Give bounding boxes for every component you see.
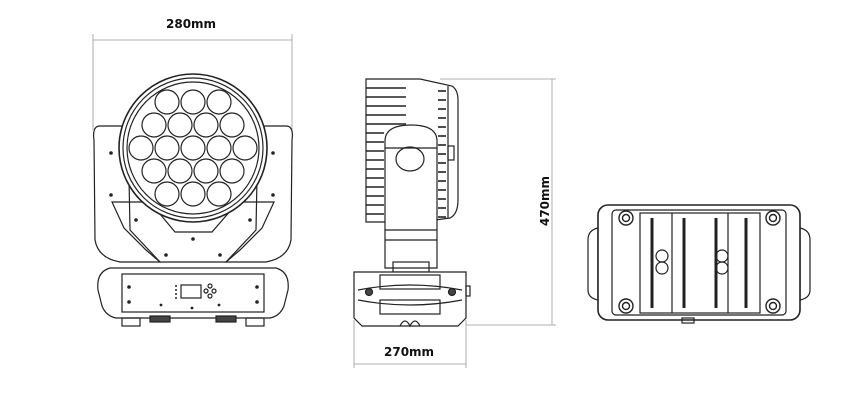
display-screen xyxy=(180,284,202,299)
cooling-fins xyxy=(366,87,446,218)
front-view xyxy=(92,34,293,327)
rubber-feet xyxy=(618,210,781,314)
led-lens xyxy=(167,112,193,138)
width-dimension-line xyxy=(92,34,293,130)
height-dimension-label: 470mm xyxy=(538,175,553,227)
width-dimension-label: 280mm xyxy=(166,17,217,31)
led-lens xyxy=(154,89,180,115)
head-outer-ring xyxy=(118,73,268,223)
led-lens xyxy=(232,135,258,161)
yoke-plate xyxy=(111,201,275,263)
feet xyxy=(121,315,265,327)
led-lens xyxy=(206,181,232,207)
led-lens xyxy=(193,112,219,138)
led-lens xyxy=(154,135,180,161)
led-lens xyxy=(206,89,232,115)
omega-bracket-slots xyxy=(655,249,729,275)
depth-dimension-line xyxy=(353,320,467,368)
led-lens xyxy=(180,89,206,115)
bottom-handle-right xyxy=(799,227,811,301)
right-arm xyxy=(224,125,293,263)
led-lens xyxy=(167,158,193,184)
control-buttons xyxy=(203,283,217,299)
led-lens xyxy=(141,158,167,184)
led-lens-array xyxy=(128,89,258,207)
bottom-handle-left xyxy=(587,227,599,301)
depth-dimension-label: 270mm xyxy=(384,345,435,359)
bottom-view xyxy=(587,204,811,324)
led-lens xyxy=(141,112,167,138)
height-dimension-line xyxy=(440,78,556,326)
left-arm xyxy=(93,125,162,263)
led-lens xyxy=(154,181,180,207)
mounting-plate xyxy=(639,212,761,314)
bottom-housing xyxy=(597,204,801,321)
led-lens xyxy=(180,181,206,207)
led-lens xyxy=(206,135,232,161)
front-base xyxy=(97,267,289,319)
side-view xyxy=(353,78,556,368)
led-lens xyxy=(193,158,219,184)
led-lens xyxy=(180,135,206,161)
led-lens xyxy=(219,112,245,138)
led-lens xyxy=(219,158,245,184)
side-base xyxy=(353,271,467,327)
led-lens xyxy=(128,135,154,161)
tilt-axis-cap xyxy=(395,146,425,172)
